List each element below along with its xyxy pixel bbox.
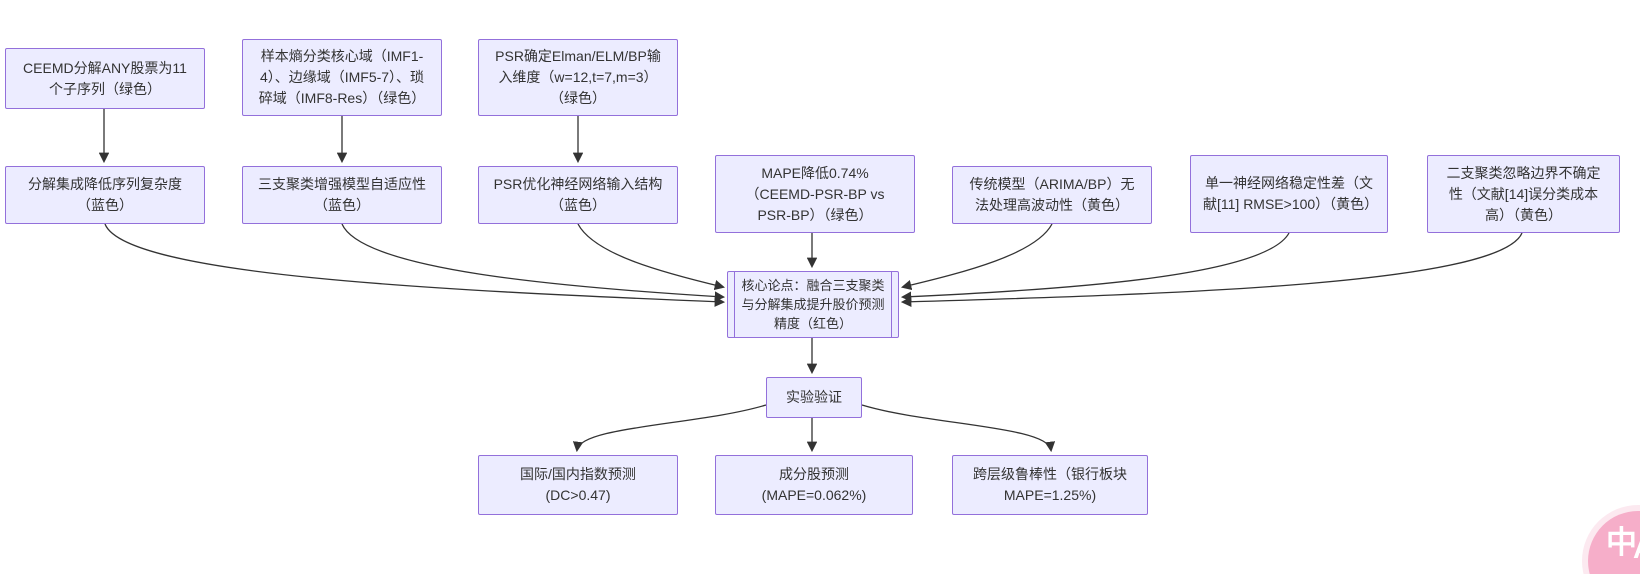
node-label: PSR优化神经网络输入结构（蓝色） <box>493 176 663 213</box>
node-psr-input-dimension: PSR确定Elman/ELM/BP输入维度（w=12,t=7,m=3）（绿色） <box>478 39 678 116</box>
node-constituent-prediction: 成分股预测 (MAPE=0.062%) <box>715 455 913 515</box>
edge-psropt-to-core <box>577 223 726 291</box>
node-label: PSR确定Elman/ELM/BP输入维度（w=12,t=7,m=3）（绿色） <box>495 48 661 106</box>
edge-threeway-to-core <box>341 223 726 302</box>
node-label: 成分股预测 (MAPE=0.062%) <box>761 466 867 503</box>
node-threeway-adaptivity: 三支聚类增强模型自适应性（蓝色） <box>242 166 442 224</box>
edge-traditional-to-core <box>900 223 1053 291</box>
translate-zh-glyph: 中 <box>1606 525 1637 560</box>
edge-singlenn-to-core <box>900 232 1290 302</box>
node-label: 分解集成降低序列复杂度（蓝色） <box>28 176 182 213</box>
node-label: 三支聚类增强模型自适应性（蓝色） <box>258 176 426 213</box>
node-experiment-validation: 实验验证 <box>766 377 862 418</box>
edge-decomp-to-core <box>104 223 726 307</box>
translate-float-button[interactable]: 中 A <box>1588 511 1640 574</box>
node-traditional-model-limitation: 传统模型（ARIMA/BP）无法处理高波动性（黄色） <box>952 166 1152 224</box>
node-label: 实验验证 <box>786 389 842 405</box>
node-mape-reduction: MAPE降低0.74%（CEEMD-PSR-BP vs PSR-BP）（绿色） <box>715 155 915 233</box>
node-label: 二支聚类忽略边界不确定性（文献[14]误分类成本高）（黄色） <box>1446 164 1601 223</box>
node-core-thesis: 核心论点：融合三支聚类与分解集成提升股价预测精度（红色） <box>727 271 899 338</box>
node-label: 国际/国内指数预测 (DC>0.47) <box>520 466 636 503</box>
node-label: 核心论点：融合三支聚类与分解集成提升股价预测精度（红色） <box>741 278 885 331</box>
node-decomposition-complexity: 分解集成降低序列复杂度（蓝色） <box>5 166 205 224</box>
edge-experiment-to-robust <box>861 404 1056 453</box>
node-label: 跨层级鲁棒性（银行板块MAPE=1.25%) <box>973 466 1127 503</box>
edge-twoway-to-core <box>900 232 1523 307</box>
node-label: 传统模型（ARIMA/BP）无法处理高波动性（黄色） <box>969 176 1135 213</box>
node-index-prediction: 国际/国内指数预测 (DC>0.47) <box>478 455 678 515</box>
translate-a-glyph: A <box>1633 533 1640 565</box>
node-sample-entropy-classification: 样本熵分类核心域（IMF1-4）、边缘域（IMF5-7）、琐碎域（IMF8-Re… <box>242 39 442 116</box>
node-label: 单一神经网络稳定性差（文献[11] RMSE>100）（黄色） <box>1203 175 1379 212</box>
node-crosslevel-robustness: 跨层级鲁棒性（银行板块MAPE=1.25%) <box>952 455 1148 515</box>
node-twoway-boundary-limitation: 二支聚类忽略边界不确定性（文献[14]误分类成本高）（黄色） <box>1427 155 1620 233</box>
edge-experiment-to-index <box>572 404 767 453</box>
node-psr-input-structure: PSR优化神经网络输入结构（蓝色） <box>478 166 678 224</box>
node-label: 样本熵分类核心域（IMF1-4）、边缘域（IMF5-7）、琐碎域（IMF8-Re… <box>258 48 426 106</box>
node-ceemd-decomposition: CEEMD分解ANY股票为11个子序列（绿色） <box>5 48 205 109</box>
node-single-nn-instability: 单一神经网络稳定性差（文献[11] RMSE>100）（黄色） <box>1190 155 1388 233</box>
node-label: MAPE降低0.74%（CEEMD-PSR-BP vs PSR-BP）（绿色） <box>745 164 885 223</box>
node-label: CEEMD分解ANY股票为11个子序列（绿色） <box>23 59 187 97</box>
